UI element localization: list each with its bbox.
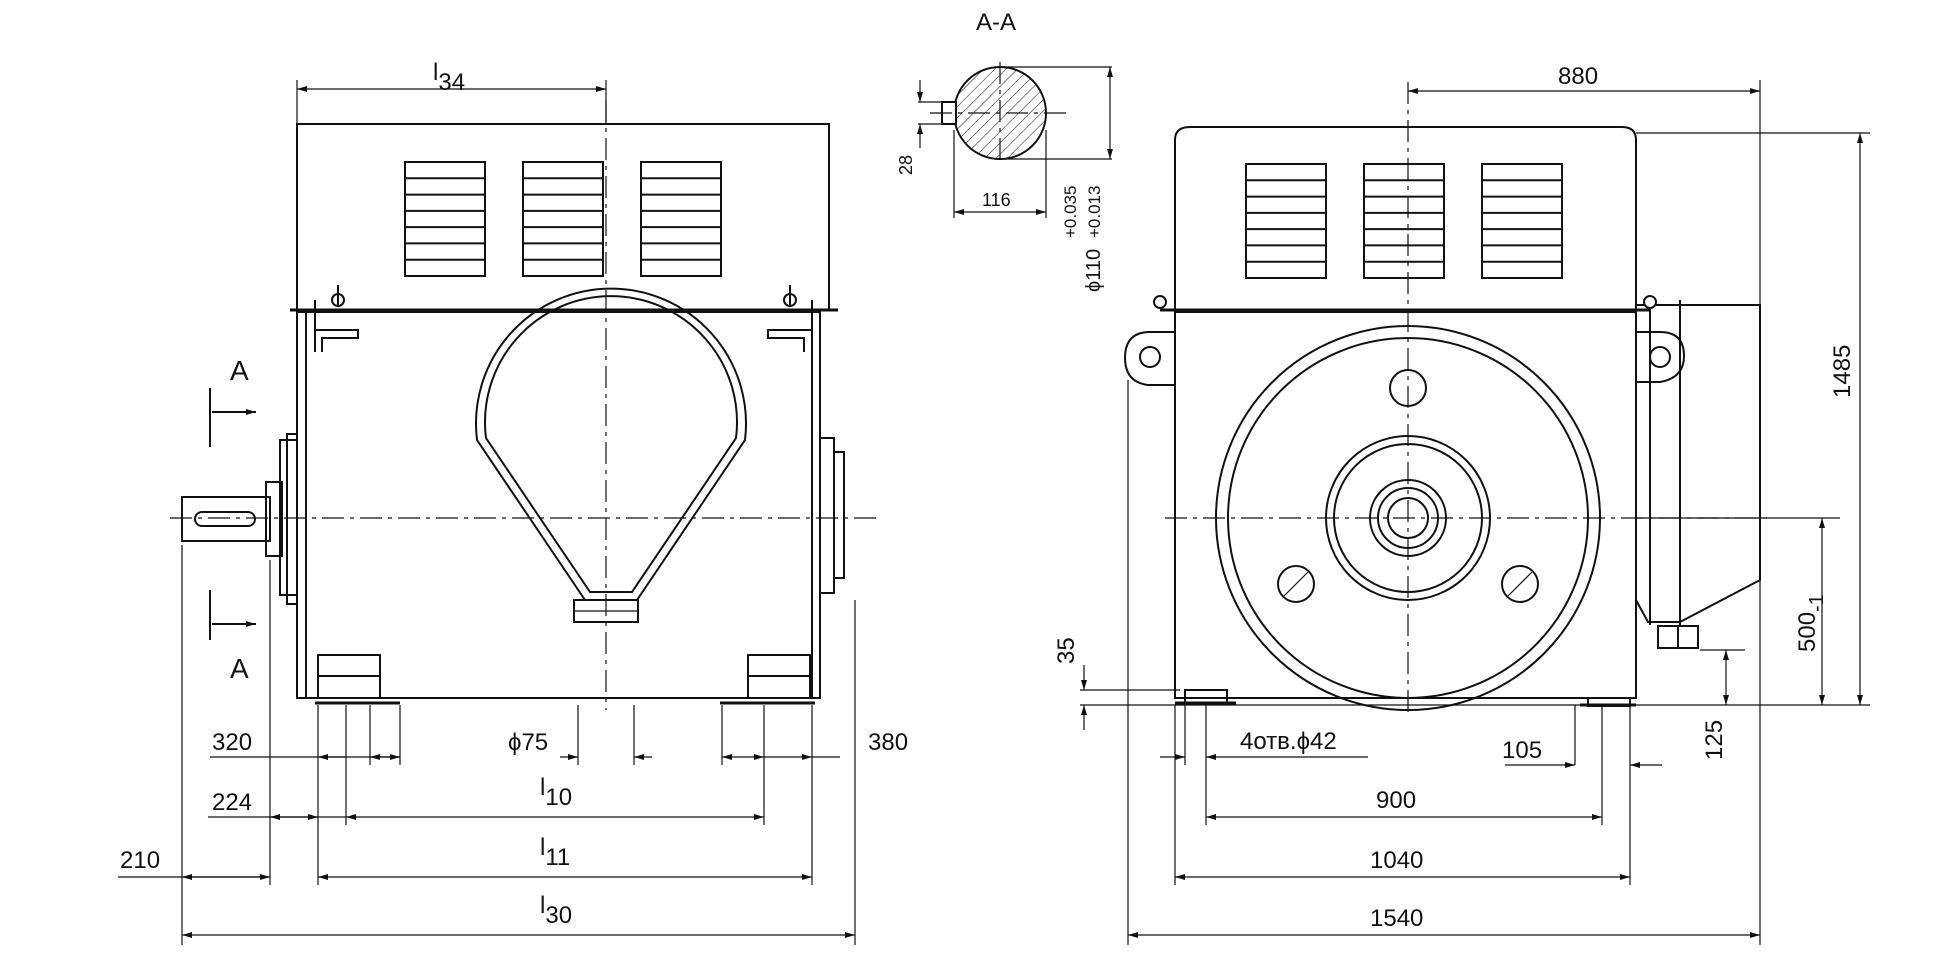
dim-l10: l10 — [540, 774, 572, 811]
dim-380: 380 — [868, 729, 908, 756]
dim-900: 900 — [1376, 787, 1416, 814]
dim-28: 28 — [896, 155, 916, 175]
dim-4-holes: 4отв.ϕ42 — [1240, 728, 1337, 755]
side-view: А А — [118, 59, 908, 945]
dim-116: 116 — [982, 190, 1011, 210]
section-letter-top: А — [230, 355, 249, 386]
section-title: А-А — [976, 9, 1016, 36]
dim-1040: 1040 — [1370, 847, 1423, 874]
section-letter-bottom: А — [230, 653, 249, 684]
dim-125: 125 — [1701, 720, 1728, 760]
dim-l30: l30 — [540, 892, 572, 929]
dim-l11: l11 — [540, 834, 570, 871]
dim-1540: 1540 — [1370, 905, 1423, 932]
dim-224: 224 — [212, 789, 252, 816]
dim-phi75: ϕ75 — [508, 729, 548, 756]
tol-lower: +0.013 — [1085, 186, 1104, 238]
dim-500: 500-1 — [1794, 594, 1828, 652]
dim-35: 35 — [1053, 637, 1080, 664]
dim-l34: l34 — [433, 59, 465, 96]
vent-louver-group — [404, 161, 722, 277]
dim-phi110: ϕ110 — [1083, 249, 1105, 292]
vent-louver-group-right — [1245, 163, 1563, 279]
dim-210: 210 — [120, 847, 160, 874]
shaft-section-view: А-А 28 116 ϕ110 +0.035 +0.013 — [896, 9, 1113, 292]
tol-upper: +0.035 — [1061, 186, 1080, 238]
dim-1485: 1485 — [1829, 345, 1856, 398]
dim-880: 880 — [1558, 63, 1598, 90]
dim-320: 320 — [212, 729, 252, 756]
dim-105: 105 — [1502, 737, 1542, 764]
end-view: 880 1485 500-1 125 35 4отв.ϕ42 105 900 1… — [1053, 63, 1870, 945]
